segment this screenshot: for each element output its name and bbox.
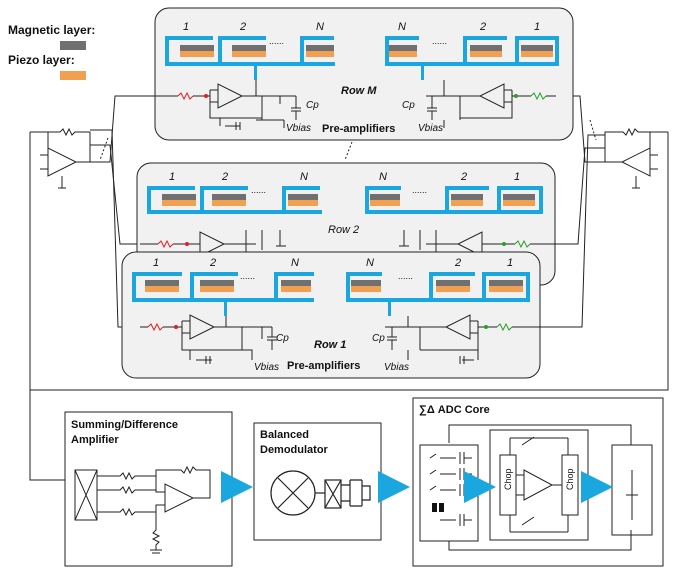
row-2-right-cell-n: N	[379, 171, 387, 183]
left-ellipsis-connector	[99, 137, 109, 161]
row-1-caption: Pre-amplifiers	[287, 360, 360, 372]
row-1-right-cell-2: 2	[454, 257, 461, 269]
row-1-cp-left: Cp	[276, 333, 289, 344]
adc-chop-left: Chop	[503, 468, 513, 490]
legend-piezo-label: Piezo layer:	[8, 53, 75, 67]
demod-title-line1: Balanced	[260, 429, 309, 441]
row-2-right-cell-1: 1	[514, 171, 520, 183]
row-1-left-cell-1: 1	[153, 257, 159, 269]
row-2-left-cell-1: 1	[169, 171, 175, 183]
row-m-right-cell-2: 2	[479, 21, 486, 33]
row-m-panel: 1 2 ...... N N ...... 2 1	[150, 7, 574, 141]
row-1-title: Row 1	[314, 339, 346, 351]
adc-core-block: ∑Δ ADC Core Chop Chop	[412, 397, 664, 567]
row-1-vbias-right: Vbias	[384, 362, 409, 373]
magnetic-swatch	[60, 41, 86, 50]
row-m-right-dots: ......	[432, 36, 447, 46]
row-m-left-cell-2: 2	[239, 21, 246, 33]
row-m-right-cell-n: N	[398, 21, 406, 33]
demod-title-line2: Demodulator	[260, 444, 329, 456]
legend-magnetic-label: Magnetic layer:	[8, 23, 95, 37]
row-m-cp-left: Cp	[306, 100, 319, 111]
adc-title: ∑Δ ADC Core	[419, 404, 490, 416]
adc-chop-right: Chop	[565, 468, 575, 490]
piezo-swatch	[60, 71, 86, 80]
summing-title-line1: Summing/Difference	[71, 419, 178, 431]
row-m-left-cell-n: N	[316, 21, 324, 33]
row-1-right-cell-n: N	[366, 257, 374, 269]
row-m-cp-right: Cp	[402, 100, 415, 111]
row-m-title: Row M	[341, 85, 377, 97]
row-m-right-cell-1: 1	[534, 21, 540, 33]
row-1-cp-right: Cp	[372, 333, 385, 344]
row-m-vbias-right: Vbias	[418, 123, 443, 134]
row-m-caption: Pre-amplifiers	[322, 123, 395, 135]
row-2-left-cell-n: N	[300, 171, 308, 183]
row-2-right-cell-2: 2	[460, 171, 467, 183]
row-1-panel: 1 2 ...... N N ...... 2 1	[121, 251, 556, 379]
row-m-vbias-left: Vbias	[286, 123, 311, 134]
row-2-title: Row 2	[328, 224, 359, 236]
row-2-right-dots: ......	[412, 185, 427, 195]
demodulator-block: Balanced Demodulator	[253, 422, 382, 541]
row-1-left-cell-n: N	[291, 257, 299, 269]
row-1-left-cell-2: 2	[209, 257, 216, 269]
summing-title-line2: Amplifier	[71, 434, 119, 446]
row-2-left-cell-2: 2	[221, 171, 228, 183]
legend: Magnetic layer: Piezo layer:	[8, 23, 95, 80]
right-output-amplifier	[30, 95, 669, 391]
right-ellipsis-connector	[589, 119, 597, 141]
row-1-right-dots: ......	[398, 271, 413, 281]
row-1-left-dots: ......	[240, 271, 255, 281]
row-2-left-dots: ......	[251, 185, 266, 195]
row-1-right-cell-1: 1	[507, 257, 513, 269]
row-m-left-dots: ......	[269, 36, 284, 46]
row-ellipsis-connector	[344, 141, 353, 161]
row-m-left-cell-1: 1	[183, 21, 189, 33]
summing-amplifier-block: Summing/Difference Amplifier	[64, 411, 233, 567]
row-1-vbias-left: Vbias	[254, 362, 279, 373]
